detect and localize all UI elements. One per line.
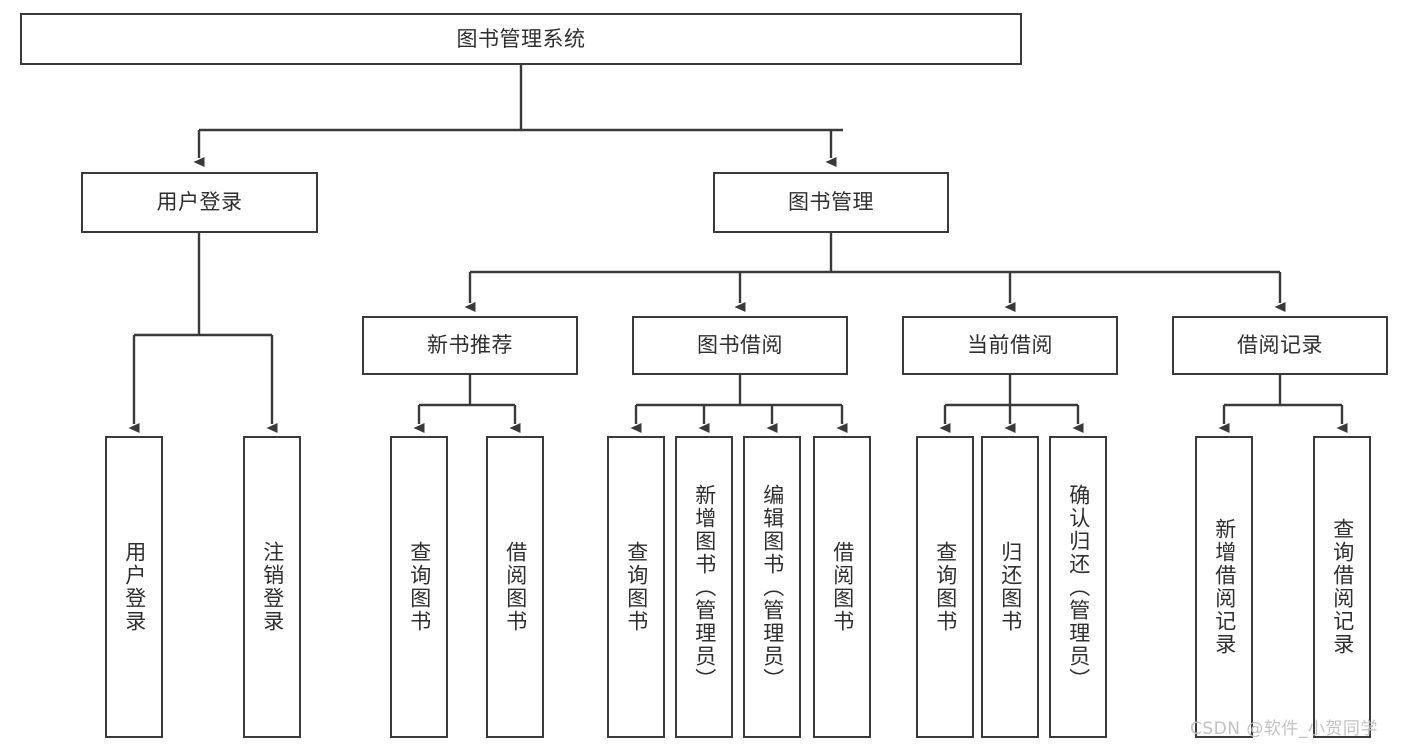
node-book-borrow-label: 图书借阅 <box>697 333 783 358</box>
node-leaf-user-login-label: 用户登录 <box>122 541 147 633</box>
node-leaf-borrow-book-2-label: 借阅图书 <box>830 541 855 633</box>
node-leaf-confirm-return-label: 确认归还（管理员） <box>1066 483 1091 691</box>
node-book-borrow[interactable]: 图书借阅 <box>632 316 848 375</box>
node-current-borrow[interactable]: 当前借阅 <box>902 316 1118 375</box>
node-leaf-query-record[interactable]: 查询借阅记录 <box>1313 436 1371 738</box>
node-book-manage-label: 图书管理 <box>788 190 874 215</box>
node-root[interactable]: 图书管理系统 <box>20 13 1022 65</box>
node-leaf-edit-book-label: 编辑图书（管理员） <box>760 483 785 691</box>
node-leaf-user-logout[interactable]: 注销登录 <box>243 436 301 738</box>
node-borrow-record-label: 借阅记录 <box>1237 333 1323 358</box>
node-new-book-recommend[interactable]: 新书推荐 <box>362 316 578 375</box>
node-leaf-query-book-2[interactable]: 查询图书 <box>607 436 665 738</box>
node-leaf-borrow-book-1[interactable]: 借阅图书 <box>486 436 544 738</box>
node-root-label: 图书管理系统 <box>456 26 586 51</box>
node-leaf-query-record-label: 查询借阅记录 <box>1330 518 1355 656</box>
node-leaf-query-book-3-label: 查询图书 <box>933 541 958 633</box>
node-leaf-query-book-2-label: 查询图书 <box>624 541 649 633</box>
node-leaf-confirm-return[interactable]: 确认归还（管理员） <box>1049 436 1107 738</box>
node-new-book-recommend-label: 新书推荐 <box>427 333 513 358</box>
watermark: CSDN @软件_小贺同学 <box>1190 719 1378 739</box>
node-leaf-return-book-label: 归还图书 <box>998 541 1023 633</box>
node-leaf-add-record[interactable]: 新增借阅记录 <box>1195 436 1253 738</box>
node-leaf-add-book[interactable]: 新增图书（管理员） <box>675 436 733 738</box>
node-leaf-query-book-3[interactable]: 查询图书 <box>916 436 974 738</box>
node-leaf-add-book-label: 新增图书（管理员） <box>692 483 717 691</box>
node-book-manage[interactable]: 图书管理 <box>713 172 949 233</box>
node-leaf-edit-book[interactable]: 编辑图书（管理员） <box>743 436 801 738</box>
node-leaf-add-record-label: 新增借阅记录 <box>1212 518 1237 656</box>
node-leaf-user-logout-label: 注销登录 <box>260 541 285 633</box>
node-borrow-record[interactable]: 借阅记录 <box>1172 316 1388 375</box>
node-user-login-label: 用户登录 <box>156 190 243 215</box>
node-leaf-user-login[interactable]: 用户登录 <box>105 436 163 738</box>
node-current-borrow-label: 当前借阅 <box>967 333 1053 358</box>
node-leaf-borrow-book-1-label: 借阅图书 <box>503 541 528 633</box>
node-leaf-query-book-1[interactable]: 查询图书 <box>390 436 448 738</box>
node-user-login[interactable]: 用户登录 <box>81 172 318 233</box>
node-leaf-query-book-1-label: 查询图书 <box>407 541 432 633</box>
node-leaf-return-book[interactable]: 归还图书 <box>981 436 1039 738</box>
node-leaf-borrow-book-2[interactable]: 借阅图书 <box>813 436 871 738</box>
